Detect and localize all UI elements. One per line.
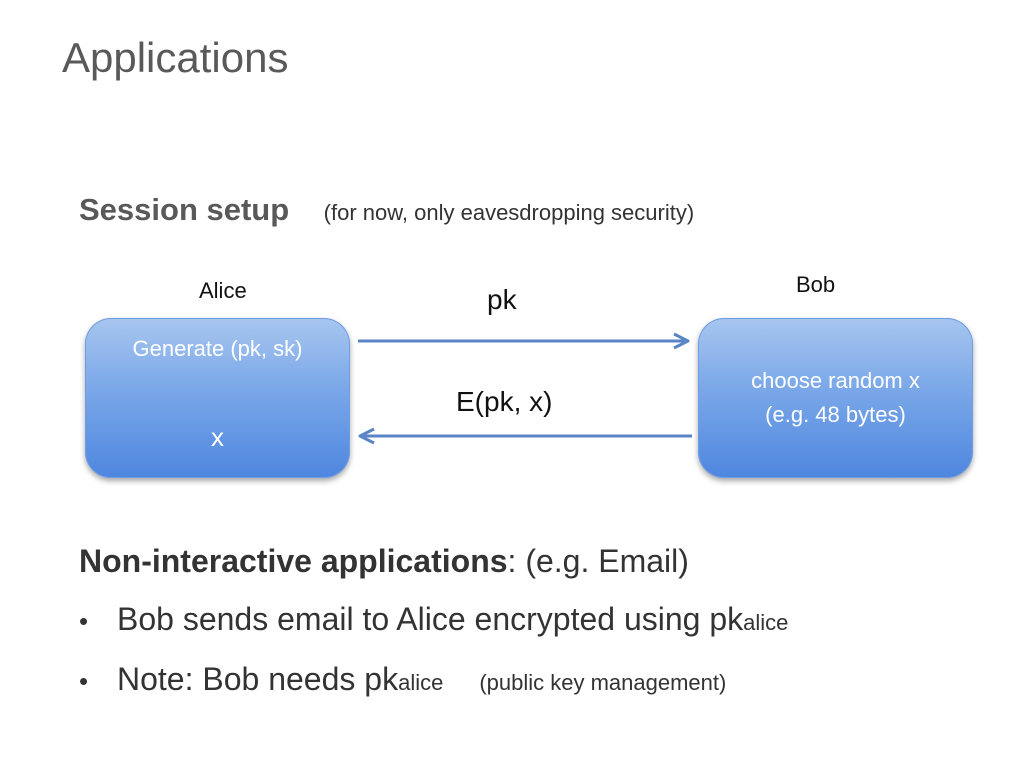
- bob-box: choose random x (e.g. 48 bytes): [698, 318, 973, 478]
- bob-choose-text: choose random x: [751, 368, 920, 393]
- alice-generate-text: Generate (pk, sk): [132, 336, 303, 361]
- message-encryption-label: E(pk, x): [456, 386, 553, 417]
- session-setup-note: (for now, only eavesdropping security): [323, 200, 695, 225]
- noninteractive-heading-rest: : (e.g. Email): [507, 543, 689, 579]
- bullet-note: (public key management): [479, 670, 727, 695]
- session-setup-heading: Session setup: [79, 192, 290, 227]
- bullet-icon: •: [79, 666, 89, 696]
- list-item: • Bob sends email to Alice encrypted usi…: [79, 590, 788, 650]
- bullet-text: Note: Bob needs pk: [117, 661, 399, 697]
- message-pk-label: pk: [487, 284, 517, 315]
- noninteractive-heading-bold: Non-interactive applications: [79, 543, 508, 579]
- alice-box: Generate (pk, sk) x: [85, 318, 350, 478]
- noninteractive-section: Non-interactive applications: (e.g. Emai…: [79, 532, 788, 712]
- alice-label: Alice: [199, 278, 247, 303]
- bob-label: Bob: [796, 272, 836, 297]
- noninteractive-heading: Non-interactive applications: (e.g. Emai…: [79, 532, 788, 590]
- alice-x-text: x: [211, 422, 224, 452]
- bullet-icon: •: [79, 606, 89, 636]
- bob-bytes-text: (e.g. 48 bytes): [765, 402, 906, 427]
- arrow-to-bob: [358, 332, 690, 350]
- arrow-to-alice: [358, 427, 692, 445]
- session-setup-line: Session setup (for now, only eavesdroppi…: [79, 192, 694, 228]
- slide-title: Applications: [62, 34, 289, 81]
- bullet-text: Bob sends email to Alice encrypted using…: [117, 601, 744, 637]
